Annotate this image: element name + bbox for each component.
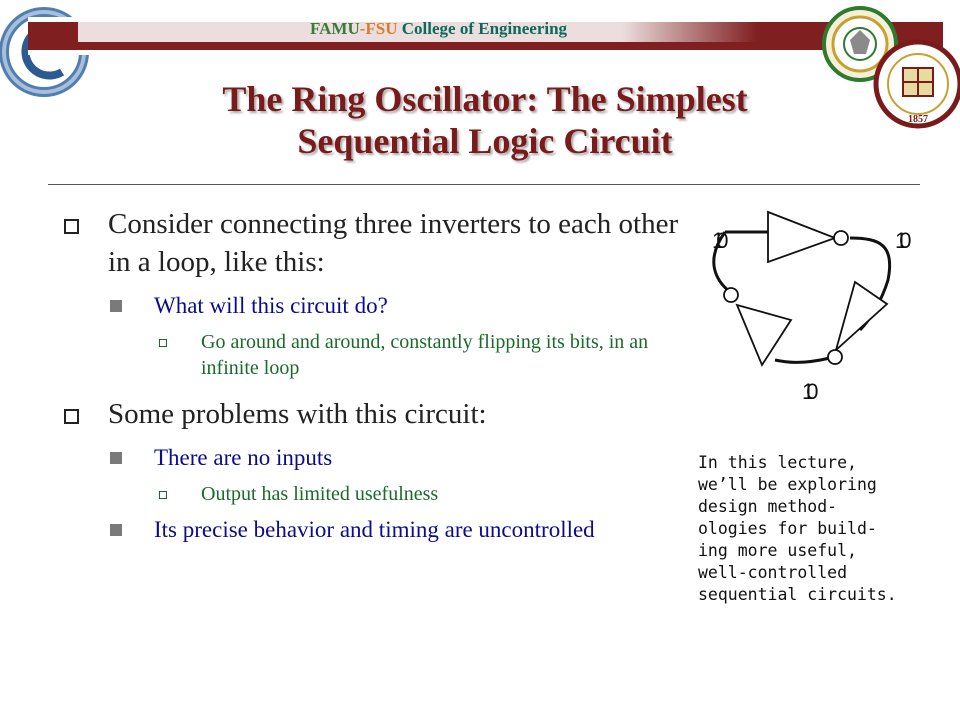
note-line: sequential circuits. (698, 585, 897, 604)
inverter-top-icon (767, 210, 838, 264)
bullet-go-around: Go around and around, constantly flippin… (60, 329, 680, 381)
square-bullet-icon (110, 524, 122, 536)
note-line: well-controlled (698, 563, 848, 582)
note-line: ing more useful, (698, 541, 857, 560)
note-line: In this lecture, (698, 453, 857, 472)
square-bullet-icon (64, 409, 79, 424)
bullet-what-will-it-do: What will this circuit do? (60, 291, 680, 321)
title-line-2: Sequential Logic Circuit (297, 121, 673, 161)
lecture-note: In this lecture, we’ll be exploring desi… (698, 452, 948, 606)
square-bullet-icon (159, 491, 167, 499)
inverter-left-icon (735, 303, 793, 367)
bullet-list: Consider connecting three inverters to e… (60, 205, 680, 553)
bullet-problems: Some problems with this circuit: (60, 395, 680, 433)
square-bullet-icon (110, 452, 122, 464)
header-college-name: FAMU-FSU College of Engineering (310, 19, 568, 38)
inverter-right-icon (834, 280, 889, 353)
bullet-no-inputs: There are no inputs (60, 443, 680, 473)
ring-oscillator-diagram: 10 10 10 (712, 210, 919, 404)
slide-title: The Ring Oscillator: The Simplest Sequen… (120, 78, 850, 162)
node-label-bottom: 10 (802, 379, 818, 404)
note-line: design method- (698, 497, 838, 516)
note-line: we’ll be exploring (698, 475, 877, 494)
title-divider (48, 184, 920, 185)
square-bullet-icon (159, 339, 167, 347)
fsu-seal-year: 1857 (908, 114, 928, 125)
bullet-consider: Consider connecting three inverters to e… (60, 205, 680, 281)
note-line: ologies for build- (698, 519, 877, 538)
university-seals-icon: 1857 (822, 6, 960, 129)
title-line-1: The Ring Oscillator: The Simplest (222, 79, 748, 119)
square-bullet-icon (110, 300, 122, 312)
bullet-limited-usefulness: Output has limited usefulness (60, 481, 680, 507)
bullet-uncontrolled: Its precise behavior and timing are unco… (60, 515, 680, 545)
node-label-right: 10 (895, 228, 911, 253)
square-bullet-icon (64, 219, 79, 234)
